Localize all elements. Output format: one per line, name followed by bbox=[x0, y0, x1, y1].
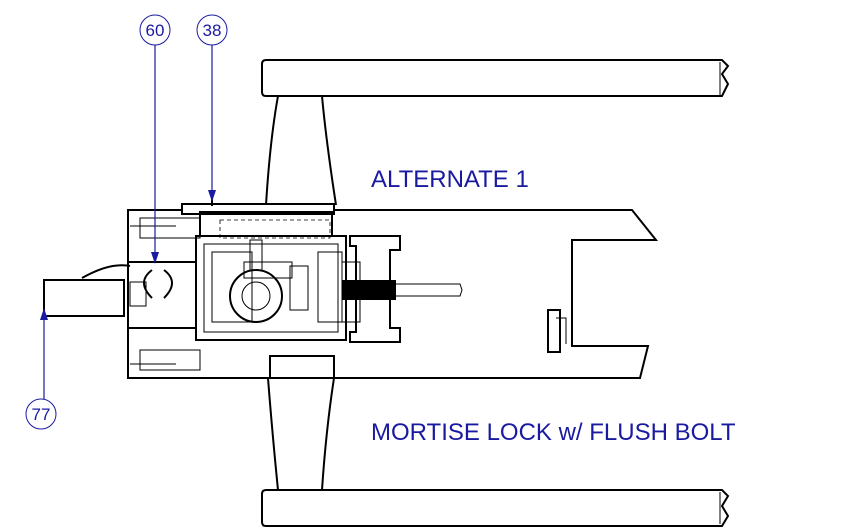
callout-77: 77 bbox=[25, 308, 57, 430]
flush-bolt-end bbox=[43, 261, 197, 329]
mortise-lock-title: MORTISE LOCK w/ FLUSH BOLT bbox=[371, 419, 736, 446]
mortise-lock-body bbox=[195, 219, 347, 341]
callout-number-77: 77 bbox=[32, 405, 51, 424]
leader-arrow-38 bbox=[208, 190, 216, 202]
cylinder-housing bbox=[341, 235, 463, 343]
leader-arrow-60 bbox=[151, 252, 159, 264]
leader-arrow-77 bbox=[40, 308, 48, 320]
upper-lever-handle bbox=[261, 59, 730, 206]
callout-38: 38 bbox=[196, 14, 228, 202]
callout-number-38: 38 bbox=[203, 21, 222, 40]
escutcheon-plates bbox=[181, 196, 335, 379]
callout-bubble-77 bbox=[25, 398, 57, 430]
alternate-title: ALTERNATE 1 bbox=[371, 166, 529, 193]
callout-number-60: 60 bbox=[146, 21, 165, 40]
callout-60: 60 bbox=[139, 14, 171, 264]
lower-lever-handle bbox=[261, 377, 730, 527]
